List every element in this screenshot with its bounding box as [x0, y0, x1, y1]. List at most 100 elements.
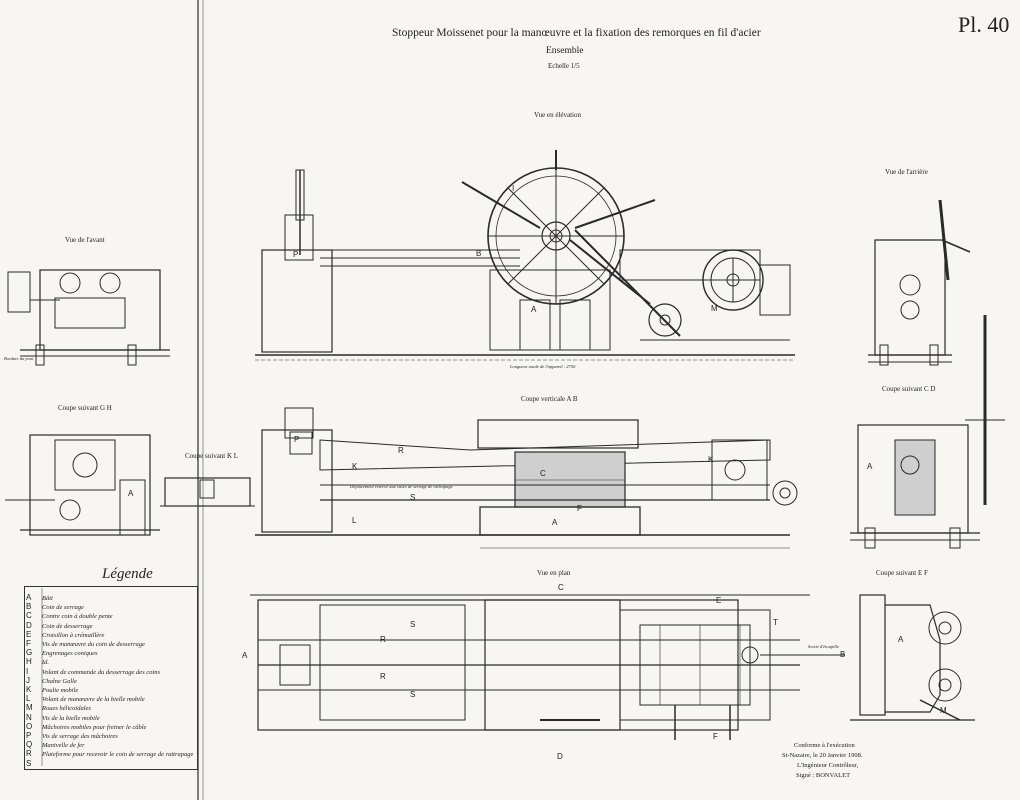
legend-item: M Roues hélicoïdales — [26, 702, 91, 714]
label-coupe-ef: Coupe suivant E F — [876, 569, 928, 577]
part-label-p: P — [293, 250, 299, 259]
note-longueur: Longueur totale de l'appareil : 2750 — [510, 364, 576, 369]
part-label-a6: A — [898, 635, 904, 644]
plate-number: Pl. 40 — [958, 12, 1010, 37]
part-label-a4: A — [867, 462, 873, 471]
part-label-d: D — [557, 752, 563, 761]
part-label-m: M — [711, 304, 718, 313]
part-label-s2: S — [410, 620, 416, 629]
legend-item: S — [26, 758, 42, 770]
legend-letter: L — [26, 694, 31, 704]
legend-description: Volant de manœuvre de la bielle mobile — [42, 696, 145, 704]
legend-description: Vis de la bielle mobile — [42, 714, 100, 722]
legend-description: Manivelle de fer — [42, 742, 85, 750]
legend-description: Engrenages coniques — [42, 650, 98, 658]
legend-letter: K — [26, 685, 32, 694]
legend-letter: I — [26, 666, 29, 676]
legend-description: Volant de commande du desserrage des coi… — [42, 668, 161, 676]
legend-letter: D — [26, 620, 32, 630]
elevation-view — [255, 150, 795, 361]
part-label-r3: R — [380, 672, 386, 681]
part-label-b2: B — [840, 650, 846, 659]
drawing-scale: Echelle 1/5 — [548, 62, 580, 70]
part-label-a5: A — [242, 651, 248, 660]
legend-letter: B — [26, 602, 32, 612]
part-label-k: K — [352, 462, 358, 471]
legend-letter: G — [26, 648, 33, 658]
note-deplacement: Déplacement réservé aux vases de serrage… — [350, 484, 453, 489]
section-ab — [255, 407, 798, 549]
note-sortie: Sortie d'étoupille — [808, 644, 839, 649]
part-label-i: I — [512, 184, 515, 193]
legend-item: I Volant de commande du desserrage des co… — [26, 666, 160, 678]
legend-description: Vis de manœuvre du coin de desserrage — [42, 641, 145, 648]
legend-description: Vis de serrage des mâchoires — [42, 733, 118, 740]
legend-letter: O — [26, 721, 33, 731]
legend-letter: A — [26, 593, 32, 602]
label-coupe-ab: Coupe verticale A B — [521, 395, 578, 403]
legend-letter: M — [26, 703, 33, 713]
part-label-r: R — [398, 446, 404, 455]
legend-description: Croisillon à crémaillère — [42, 631, 105, 639]
footer-line3: L'Ingénieur Contrôleur, — [797, 762, 859, 769]
part-label-m2: M — [940, 706, 947, 715]
legend-letter: S — [26, 758, 32, 768]
part-label-f: F — [577, 504, 582, 513]
legend-letter: R — [26, 749, 32, 759]
legend-description: Poulie mobile — [42, 687, 79, 694]
legend-description: Plateforme pour recevoir le coin de serr… — [42, 751, 194, 759]
legend-item: K Poulie mobile — [26, 684, 78, 696]
legend-description: Id. — [42, 659, 50, 667]
part-label-k2: K — [708, 455, 714, 464]
legend-description: Mâchoires mobiles pour freiner le câble — [42, 723, 147, 731]
part-label-r2: R — [380, 635, 386, 644]
legend-box — [24, 586, 198, 770]
legend-letter: N — [26, 712, 32, 722]
legend-item: C Contre coin à double pente — [26, 610, 113, 622]
legend-letter: C — [26, 611, 32, 621]
label-coupe-gh: Coupe suivant G H — [58, 404, 112, 412]
label-arriere: Vue de l'arrière — [885, 168, 928, 176]
legend-item: N Vis de la bielle mobile — [26, 712, 100, 724]
part-label-s3: S — [410, 690, 416, 699]
part-label-f2: F — [713, 732, 718, 741]
footer-line1: Conforme à l'exécution — [794, 742, 855, 749]
legend-letter: Q — [26, 740, 33, 750]
legend-item: Q Manivelle de fer — [26, 739, 85, 751]
legend-item: D Coin de desserrage — [26, 620, 93, 632]
part-label-p2: P — [294, 435, 300, 444]
part-label-c2: C — [558, 583, 564, 592]
legend-title: Légende — [102, 566, 153, 582]
part-label-a3: A — [128, 489, 134, 498]
part-label-s: S — [410, 493, 416, 502]
drawing-title: Stoppeur Moissenet pour la manœuvre et l… — [392, 27, 761, 39]
legend-letter: E — [26, 629, 32, 639]
legend-letter: F — [26, 639, 31, 648]
legend-description: Coin de desserrage — [42, 622, 93, 630]
section-kl — [160, 477, 255, 507]
section-cd — [850, 315, 1005, 549]
label-coupe-cd: Coupe suivant C D — [882, 385, 936, 393]
part-label-t: T — [773, 618, 778, 627]
label-avant: Vue de l'avant — [65, 236, 105, 244]
plan-view — [250, 594, 845, 740]
rear-view — [868, 199, 971, 366]
label-plan: Vue en plan — [537, 569, 571, 577]
part-label-c: C — [540, 469, 546, 478]
legend-item: A Bâti — [26, 592, 53, 604]
legend-letter: H — [26, 657, 32, 667]
legend-item: L Volant de manœuvre de la bielle mobile — [26, 693, 145, 705]
section-gh — [5, 434, 160, 536]
part-label-e: E — [716, 596, 722, 605]
legend-item: O Mâchoires mobiles pour freiner le câble — [26, 721, 146, 733]
legend-description: Bâti — [42, 595, 53, 602]
legend-item: E Croisillon à crémaillère — [26, 629, 104, 641]
legend-description: Contre coin à double pente — [42, 613, 113, 621]
legend-item: H Id. — [26, 656, 49, 668]
legend-letter: J — [26, 675, 30, 685]
legend-description: Roues hélicoïdales — [42, 705, 91, 713]
footer-line2: St-Nazaire, le 20 Janvier 1908. — [782, 752, 863, 759]
